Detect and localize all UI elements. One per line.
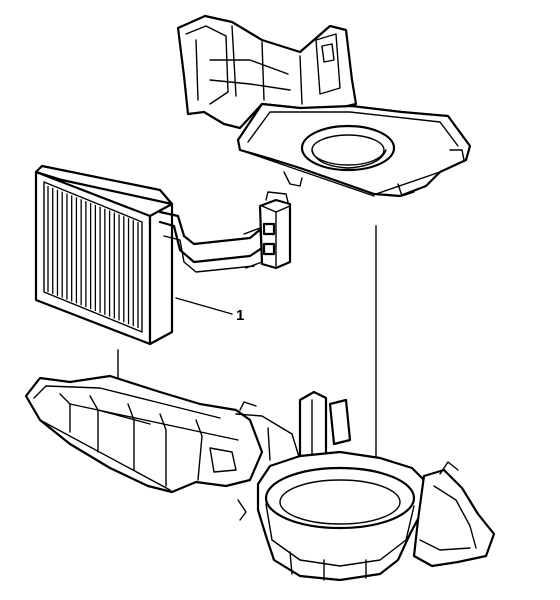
lower-evaporator-case-icon: [24, 374, 496, 582]
evaporator-core-icon: [34, 164, 264, 346]
upper-blower-case-icon: [176, 14, 472, 198]
expansion-valve-icon: [258, 191, 292, 270]
callout-1: 1: [175, 297, 244, 324]
callout-label: 1: [236, 307, 244, 324]
callout-leader-line: [175, 297, 233, 315]
evaporator-fins: [47, 186, 139, 328]
